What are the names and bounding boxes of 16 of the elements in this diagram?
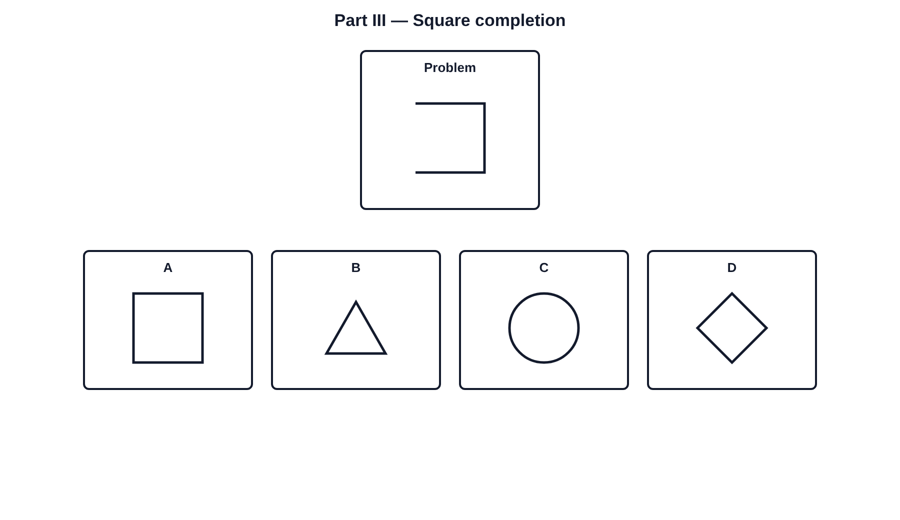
option-panel	[459, 250, 629, 390]
option-panel	[83, 250, 253, 390]
option-letter: C	[539, 260, 549, 275]
option-panel	[271, 250, 441, 390]
option-letter: D	[727, 260, 737, 275]
circle-figure	[508, 292, 580, 364]
option-panel	[647, 250, 817, 390]
title: Part III — Square completion	[334, 11, 566, 31]
option-letter: A	[163, 260, 173, 275]
diamond-figure	[696, 292, 768, 364]
panel-title: Problem	[424, 60, 476, 75]
triangle-figure	[325, 300, 387, 355]
open-square-figure	[414, 102, 486, 174]
option-letter: B	[351, 260, 361, 275]
square-figure	[132, 292, 204, 364]
problem-panel	[360, 50, 540, 210]
